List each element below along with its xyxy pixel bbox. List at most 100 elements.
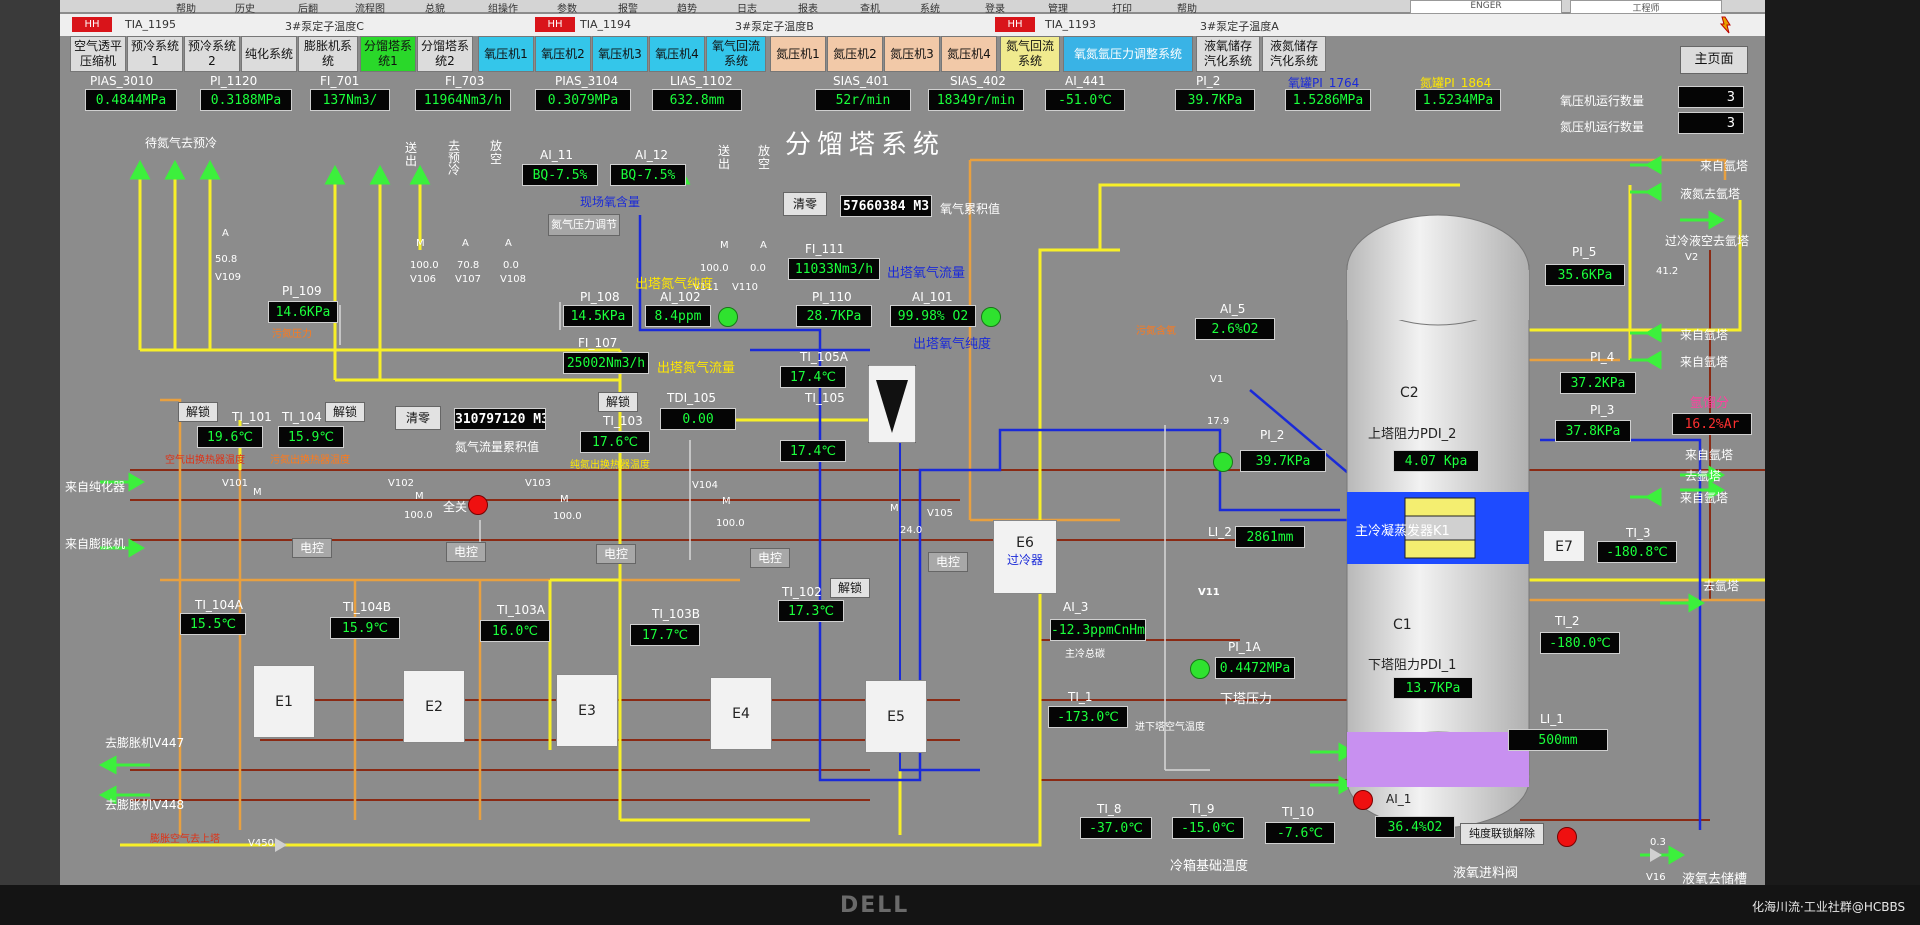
menu-item-1[interactable]: 帮助 bbox=[176, 4, 196, 15]
unlock-button[interactable]: 解锁 bbox=[325, 402, 365, 422]
tab-purification[interactable]: 纯化系统 bbox=[241, 36, 297, 72]
electric-control-button[interactable]: 电控 bbox=[596, 544, 636, 564]
valve-name[interactable]: V109 bbox=[215, 272, 241, 283]
tab-pressure-adjust[interactable]: 氧氮氩压力调整系统 bbox=[1063, 36, 1193, 72]
valve-name[interactable]: V103 bbox=[525, 478, 551, 489]
electric-control-button[interactable]: 电控 bbox=[292, 538, 332, 558]
exchanger-e3[interactable]: E3 bbox=[556, 674, 618, 747]
v16-status-indicator bbox=[1557, 827, 1577, 847]
upper-drop-display: 4.07 Kpa bbox=[1393, 450, 1479, 472]
alarm-message[interactable]: 3#泵定子温度B bbox=[735, 20, 814, 33]
menu-item-5[interactable]: 总貌 bbox=[425, 4, 445, 15]
alarm-message[interactable]: 3#泵定子温度A bbox=[1200, 20, 1279, 33]
tab-n2-return[interactable]: 氮气回流 系统 bbox=[1000, 36, 1060, 72]
electric-control-button[interactable]: 电控 bbox=[928, 552, 968, 572]
tag-label: FI_703 bbox=[445, 74, 485, 88]
clear-o2-total-button[interactable]: 清零 bbox=[783, 192, 827, 216]
menu-item-3[interactable]: 后翻 bbox=[298, 4, 318, 15]
tab-n2-compressor-1[interactable]: 氮压机1 bbox=[770, 36, 826, 72]
exchanger-e4[interactable]: E4 bbox=[710, 677, 772, 750]
menu-item-10[interactable]: 日志 bbox=[737, 4, 757, 15]
exchanger-e1[interactable]: E1 bbox=[253, 665, 315, 738]
alarm-bell-icon[interactable] bbox=[1718, 16, 1732, 34]
monitor-brand-logo: DELL bbox=[840, 893, 910, 918]
menu-item-13[interactable]: 系统 bbox=[920, 4, 940, 15]
tab-o2-return[interactable]: 氧气回流 系统 bbox=[706, 36, 766, 72]
purity-unlock-button[interactable]: 纯度联锁解除 bbox=[1460, 823, 1544, 845]
tab-o2-compressor-2[interactable]: 氧压机2 bbox=[535, 36, 591, 72]
valve-name[interactable]: V102 bbox=[388, 478, 414, 489]
alarm-tag[interactable]: TIA_1193 bbox=[1045, 18, 1096, 31]
tab-n2-compressor-3[interactable]: 氮压机3 bbox=[884, 36, 940, 72]
v2-label[interactable]: V2 bbox=[1685, 252, 1699, 263]
tag-label: PIAS_3104 bbox=[555, 74, 619, 88]
ti105a-display: 17.4℃ bbox=[780, 366, 846, 388]
valve-name[interactable]: V101 bbox=[222, 478, 248, 489]
exchanger-e5[interactable]: E5 bbox=[865, 680, 927, 753]
tab-o2-compressor-1[interactable]: 氧压机1 bbox=[478, 36, 534, 72]
exchanger-e6[interactable]: E6 过冷器 bbox=[993, 520, 1057, 594]
alarm-message[interactable]: 3#泵定子温度C bbox=[285, 20, 364, 33]
unlock-button[interactable]: 解锁 bbox=[830, 578, 870, 598]
valve-name[interactable]: V105 bbox=[927, 508, 953, 519]
v16-percent: 0.3 bbox=[1650, 837, 1666, 848]
tab-air-compressor[interactable]: 空气透平 压缩机 bbox=[70, 36, 126, 72]
valve-name[interactable]: V111 bbox=[693, 282, 719, 293]
tab-column-1[interactable]: 分馏塔系 统1 bbox=[360, 36, 416, 72]
menu-item-16[interactable]: 打印 bbox=[1112, 4, 1132, 15]
menu-item-4[interactable]: 流程图 bbox=[355, 4, 385, 15]
tab-lox-storage[interactable]: 液氧储存 汽化系统 bbox=[1196, 36, 1260, 72]
valve-name[interactable]: V104 bbox=[692, 480, 718, 491]
tag-label: AI_441 bbox=[1065, 74, 1106, 88]
electric-control-button[interactable]: 电控 bbox=[750, 548, 790, 568]
ar-fraction-display: 16.2%Ar bbox=[1672, 413, 1752, 435]
menu-item-9[interactable]: 趋势 bbox=[677, 4, 697, 15]
menu-item-11[interactable]: 报表 bbox=[798, 4, 818, 15]
valve-name[interactable]: V107 bbox=[455, 274, 481, 285]
v16-label[interactable]: V16 bbox=[1646, 872, 1666, 883]
tab-n2-compressor-4[interactable]: 氮压机4 bbox=[941, 36, 997, 72]
menu-item-8[interactable]: 报警 bbox=[618, 4, 638, 15]
exchanger-e7[interactable]: E7 bbox=[1543, 530, 1585, 562]
unlock-button[interactable]: 解锁 bbox=[178, 402, 218, 422]
tab-column-2[interactable]: 分馏塔系 统2 bbox=[417, 36, 473, 72]
unlock-button[interactable]: 解锁 bbox=[598, 392, 638, 412]
alarm-tag[interactable]: TIA_1194 bbox=[580, 18, 631, 31]
menu-item-2[interactable]: 历史 bbox=[235, 4, 255, 15]
value-display: 137Nm3/ bbox=[310, 89, 390, 111]
to-ar-tower-label: 去氩塔 bbox=[1685, 469, 1722, 483]
alarm-tag[interactable]: TIA_1195 bbox=[125, 18, 176, 31]
menu-item-12[interactable]: 查机 bbox=[860, 4, 880, 15]
tab-precool-1[interactable]: 预冷系统1 bbox=[127, 36, 183, 72]
v450-label[interactable]: V450 bbox=[248, 838, 274, 849]
valve-name[interactable]: V106 bbox=[410, 274, 436, 285]
clear-n2-total-button[interactable]: 清零 bbox=[395, 406, 441, 430]
tab-o2-compressor-4[interactable]: 氧压机4 bbox=[649, 36, 705, 72]
tab-o2-compressor-3[interactable]: 氧压机3 bbox=[592, 36, 648, 72]
tab-expander[interactable]: 膨胀机系 统 bbox=[298, 36, 358, 72]
tab-lin-storage[interactable]: 液氮储存 汽化系统 bbox=[1262, 36, 1326, 72]
menu-item-14[interactable]: 登录 bbox=[985, 4, 1005, 15]
tag-label: TI_101 bbox=[232, 410, 272, 424]
menu-item-17[interactable]: 帮助 bbox=[1177, 4, 1197, 15]
menu-item-15[interactable]: 管理 bbox=[1048, 4, 1068, 15]
exchanger-e2[interactable]: E2 bbox=[403, 670, 465, 743]
v11-label[interactable]: V11 bbox=[1198, 587, 1220, 598]
valve-name[interactable]: V110 bbox=[732, 282, 758, 293]
menu-item-7[interactable]: 参数 bbox=[557, 4, 577, 15]
menu-item-6[interactable]: 组操作 bbox=[488, 4, 518, 15]
all-close-indicator[interactable] bbox=[468, 495, 488, 515]
tab-precool-2[interactable]: 预冷系统2 bbox=[184, 36, 240, 72]
n2-pressure-adjust-button[interactable]: 氮气压力调节 bbox=[548, 214, 620, 236]
valve-mode: A bbox=[222, 228, 229, 239]
valve-name[interactable]: V108 bbox=[500, 274, 526, 285]
upper-column-label: C2 bbox=[1400, 385, 1419, 401]
tab-n2-compressor-2[interactable]: 氮压机2 bbox=[827, 36, 883, 72]
electric-control-button[interactable]: 电控 bbox=[446, 542, 486, 562]
o2-compressor-count: 3 bbox=[1678, 86, 1744, 108]
home-button[interactable]: 主页面 bbox=[1680, 46, 1748, 74]
tag-label: AI_1 bbox=[1386, 792, 1412, 806]
value-display: 1.5234MPa bbox=[1415, 89, 1501, 111]
v1-label[interactable]: V1 bbox=[1210, 374, 1224, 385]
alarm-bar: HH TIA_1195 3#泵定子温度C HH TIA_1194 3#泵定子温度… bbox=[60, 14, 1765, 36]
